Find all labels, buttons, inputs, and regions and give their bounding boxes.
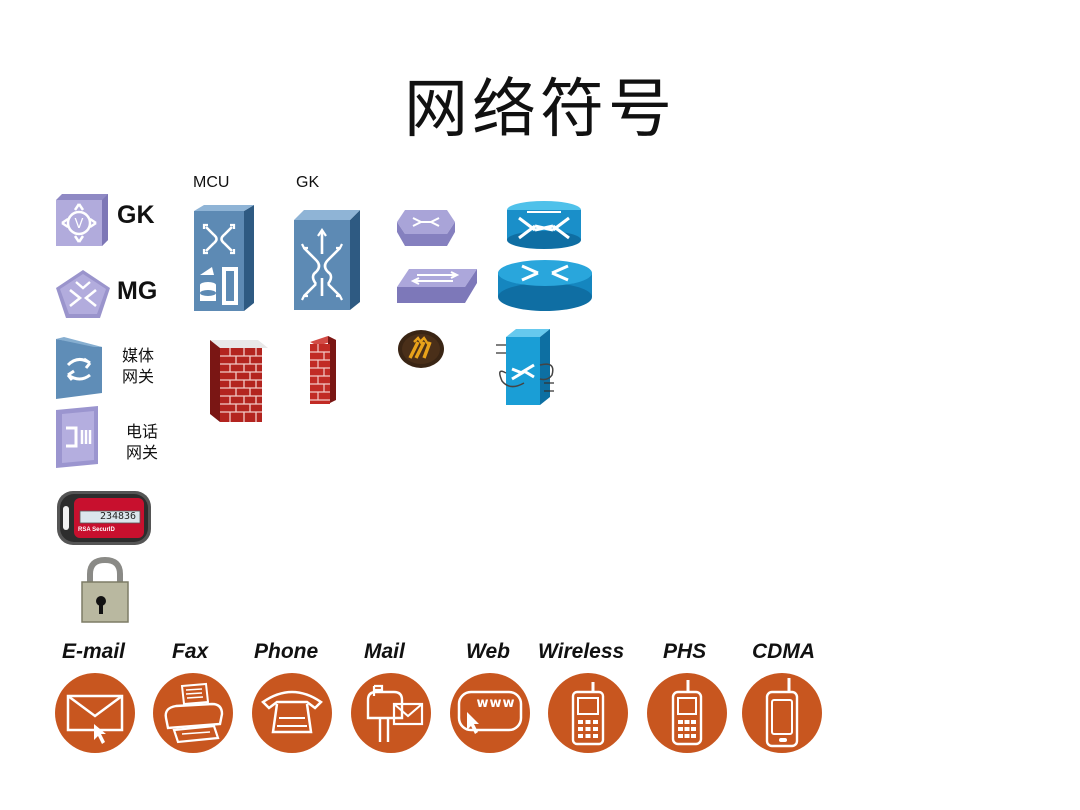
wireless-phone-icon: [547, 672, 629, 754]
caption-fax: Fax: [172, 640, 209, 663]
web-icon-text: www: [476, 696, 516, 711]
page-title: 网络符号: [404, 73, 676, 147]
envelope-icon: [54, 672, 136, 754]
cyan-switch-router-icon: [505, 200, 583, 252]
phone-gateway-label-line2: 网关: [126, 443, 159, 462]
router-icon: [395, 208, 457, 248]
caption-cdma: CDMA: [752, 640, 815, 663]
svg-text:V: V: [75, 217, 84, 232]
firewall-small-icon: [308, 334, 338, 406]
gk-label: GK: [117, 201, 155, 229]
switch-icon: [395, 267, 479, 305]
rsa-securid-token-icon: 234836 RSA SecurID: [56, 490, 152, 546]
caption-phs: PHS: [663, 640, 707, 663]
caption-mail: Mail: [364, 640, 405, 663]
phs-phone-icon: [646, 672, 728, 754]
caption-email: E-mail: [62, 640, 126, 663]
phone-gateway-label: 电话 网关: [126, 421, 158, 463]
media-gateway-label: 媒体 网关: [122, 345, 154, 387]
phone-gateway-label-line1: 电话: [126, 422, 159, 441]
media-gateway-controller-icon: [54, 268, 112, 320]
gk-top-label: GK: [296, 174, 320, 191]
voice-port-icon: [396, 328, 446, 370]
gk-tower-icon: [292, 208, 362, 312]
token-brand-text: RSA SecurID: [78, 527, 115, 533]
cyan-router-icon: [496, 259, 594, 313]
cyan-gateway-icon: [494, 327, 558, 407]
cdma-phone-icon: [741, 672, 823, 754]
mailbox-icon: [350, 672, 432, 754]
caption-wireless: Wireless: [538, 640, 625, 663]
mcu-label: MCU: [193, 174, 230, 191]
media-gateway-icon: [54, 337, 104, 401]
gatekeeper-icon: V: [54, 192, 110, 248]
phone-gateway-icon: [54, 406, 100, 470]
caption-phone: Phone: [254, 640, 319, 663]
firewall-icon: [208, 336, 270, 424]
token-display-text: 234836: [99, 511, 137, 522]
mcu-icon: [192, 205, 256, 313]
media-gateway-label-line2: 网关: [122, 367, 155, 386]
padlock-icon: [78, 556, 132, 624]
caption-web: Web: [466, 640, 510, 663]
mg-label: MG: [117, 277, 158, 305]
media-gateway-label-line1: 媒体: [122, 346, 155, 365]
telephone-icon: [251, 672, 333, 754]
fax-icon: [152, 672, 234, 754]
web-icon: www: [449, 672, 531, 754]
